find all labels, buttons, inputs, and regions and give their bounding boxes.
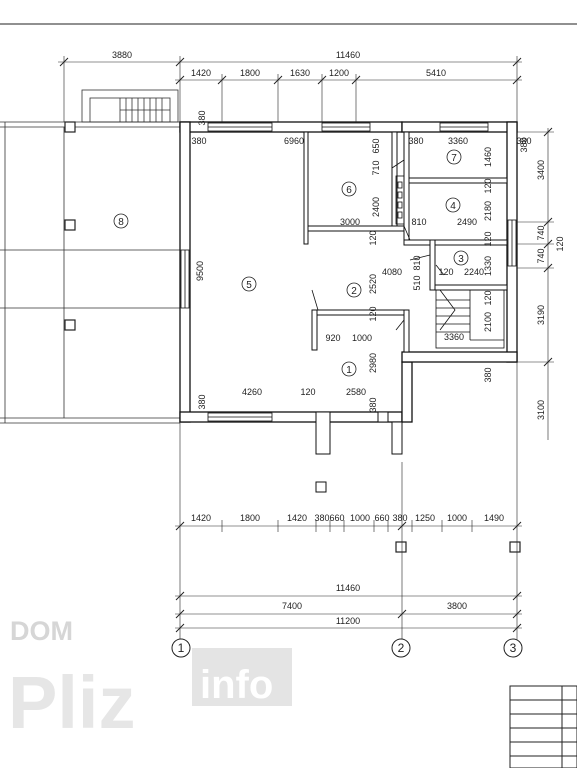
dim-right-740b: 740 — [536, 248, 546, 263]
axis-markers — [171, 638, 523, 658]
dim-2240: 2240 — [464, 267, 484, 277]
title-block — [509, 685, 577, 768]
dim-top-1420: 1420 — [191, 68, 211, 78]
dim-bot-1250: 1250 — [415, 513, 435, 523]
dim-bot-1420a: 1420 — [191, 513, 211, 523]
dim-120-b: 120 — [368, 230, 378, 245]
room-3-label: 3 — [458, 254, 464, 265]
dim-380-e: 380 — [483, 367, 493, 382]
dim-bot-11200: 11200 — [336, 616, 360, 626]
windows — [180, 122, 517, 422]
dimension-ticks — [59, 57, 553, 633]
watermark-suffix: info — [200, 663, 273, 707]
dim-1000-r1: 1000 — [352, 333, 372, 343]
dim-6960: 6960 — [284, 136, 304, 146]
dim-4260: 4260 — [242, 387, 262, 397]
room-1-label: 1 — [346, 365, 352, 376]
dim-bot-11460: 11460 — [336, 583, 360, 593]
dim-top-3880: 3880 — [112, 50, 132, 60]
dim-810: 810 — [411, 217, 426, 227]
dim-120-e: 120 — [483, 290, 493, 305]
dim-2980: 2980 — [368, 353, 378, 373]
dim-380-d: 380 — [197, 110, 207, 125]
room-8-label: 8 — [118, 217, 124, 228]
dim-920: 920 — [325, 333, 340, 343]
dim-right-3100: 3100 — [536, 400, 546, 420]
dimension-lines — [58, 56, 554, 640]
terrace — [0, 89, 180, 424]
dim-810-v: 810 — [412, 255, 422, 270]
room-4-label: 4 — [450, 201, 456, 212]
dim-bot-1490: 1490 — [484, 513, 504, 523]
dim-right-740a: 740 — [536, 225, 546, 240]
dim-3360-stair: 3360 — [444, 332, 464, 342]
dim-2100: 2100 — [483, 312, 493, 332]
dim-right-120: 120 — [555, 236, 565, 251]
dim-380-f: 380 — [197, 394, 207, 409]
dim-bot-1000a: 1000 — [350, 513, 370, 523]
dim-bot-7400: 7400 — [282, 601, 302, 611]
dim-right-380: 380 — [519, 137, 529, 152]
dim-top-11460: 11460 — [336, 50, 360, 60]
dim-380-b: 380 — [408, 136, 423, 146]
dim-bot-3800: 3800 — [447, 601, 467, 611]
dim-510: 510 — [412, 275, 422, 290]
dim-bot-1000b: 1000 — [447, 513, 467, 523]
dim-1460: 1460 — [483, 147, 493, 167]
dim-bot-380a: 380 — [314, 513, 329, 523]
axis-2: 2 — [398, 641, 405, 655]
dim-650: 650 — [371, 138, 381, 153]
dim-top-1200: 1200 — [329, 68, 349, 78]
dim-380-c: 380 — [516, 136, 531, 146]
dim-3000: 3000 — [340, 217, 360, 227]
watermark-dom: DOM — [10, 616, 73, 646]
dim-9500: 9500 — [195, 261, 205, 281]
dim-2490: 2490 — [457, 217, 477, 227]
axis-3: 3 — [510, 641, 517, 655]
dim-bot-1420b: 1420 — [287, 513, 307, 523]
inner-walls — [303, 131, 508, 493]
dim-bot-660a: 660 — [329, 513, 344, 523]
dim-top-1800: 1800 — [240, 68, 260, 78]
dim-bot-1800: 1800 — [240, 513, 260, 523]
room-6-label: 6 — [346, 185, 352, 196]
watermark-box — [192, 648, 292, 706]
kitchen-unit — [395, 175, 405, 225]
porch-columns — [395, 541, 521, 553]
dim-bot-660b: 660 — [374, 513, 389, 523]
dim-120-c: 120 — [483, 231, 493, 246]
dim-2180: 2180 — [483, 201, 493, 221]
axis-1: 1 — [178, 641, 185, 655]
watermark: DOM Pliz info — [8, 616, 292, 744]
dim-3360-top: 3360 — [448, 136, 468, 146]
doors — [311, 159, 445, 331]
dim-right-3190: 3190 — [536, 305, 546, 325]
dim-right-3400: 3400 — [536, 160, 546, 180]
dim-2400: 2400 — [371, 197, 381, 217]
dim-1330: 1330 — [483, 256, 493, 276]
watermark-brand: Pliz — [8, 661, 135, 744]
dim-380-a: 380 — [191, 136, 206, 146]
room-7-label: 7 — [451, 153, 457, 164]
dim-120-f: 120 — [368, 306, 378, 321]
room-2-label: 2 — [351, 286, 357, 297]
dim-top-1630: 1630 — [290, 68, 310, 78]
room-markers — [113, 149, 469, 377]
dim-120-d: 120 — [438, 267, 453, 277]
dim-top-5410: 5410 — [426, 68, 446, 78]
dim-2580: 2580 — [346, 387, 366, 397]
room-5-label: 5 — [246, 280, 252, 291]
dim-380-g: 380 — [368, 397, 378, 412]
dim-710: 710 — [371, 160, 381, 175]
terrace-columns — [64, 121, 76, 331]
dim-120-g: 120 — [300, 387, 315, 397]
staircase — [435, 289, 505, 349]
dim-2520: 2520 — [368, 274, 378, 294]
dim-120-a: 120 — [483, 178, 493, 193]
dim-bot-380b: 380 — [392, 513, 407, 523]
dim-4080: 4080 — [382, 267, 402, 277]
